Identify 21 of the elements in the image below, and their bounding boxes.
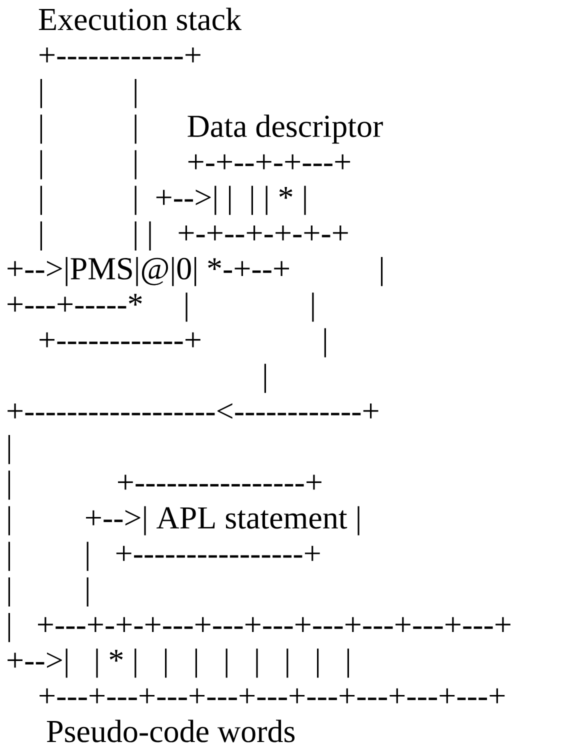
ascii-art-line: | | bbox=[8, 577, 88, 606]
ascii-art-line: | | | +-+--+-+-+-+ bbox=[40, 221, 348, 250]
ascii-art-line: | +-->| APL statement | bbox=[8, 506, 360, 536]
ascii-art-line: | bbox=[8, 435, 10, 464]
ascii-art-line: | | +-+--+-+---+ bbox=[40, 150, 350, 180]
ascii-art-line: +------------+ bbox=[40, 48, 200, 62]
ascii-art-line: +---+---+---+---+---+---+---+---+---+ bbox=[40, 688, 505, 704]
ascii-art-line: Pseudo-code words bbox=[46, 720, 295, 742]
ascii-art-line: | +---+-+-+---+---+---+---+---+---+---+ bbox=[8, 613, 510, 642]
ascii-art-line: +---+-----* | | bbox=[8, 292, 314, 322]
ascii-art-line: +-->|PMS|@|0| *-+--+ | bbox=[8, 257, 383, 286]
ascii-art-line: | | Data descriptor bbox=[40, 114, 383, 144]
ascii-art-line: +-->| | * | | | | | | | | bbox=[8, 648, 349, 678]
ascii-art-line: | | +-->| | | | * | bbox=[40, 186, 306, 215]
ascii-art-line: | bbox=[264, 364, 266, 393]
ascii-art-line: +------------------<------------+ bbox=[8, 403, 378, 419]
ascii-art-line: | | +----------------+ bbox=[8, 542, 320, 571]
ascii-art-line: | | bbox=[40, 79, 136, 108]
ascii-art-line: | +----------------+ bbox=[8, 470, 322, 500]
ascii-art-line: Execution stack bbox=[38, 8, 242, 30]
ascii-art-line: +------------+ | bbox=[40, 328, 326, 358]
